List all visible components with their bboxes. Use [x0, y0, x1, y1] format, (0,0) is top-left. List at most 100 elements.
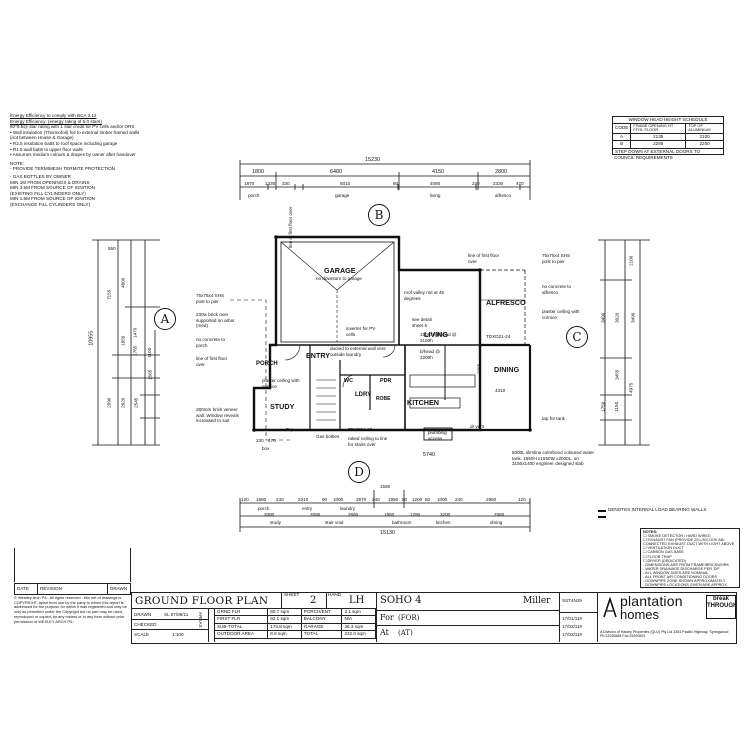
scale-label: SCALE: [134, 632, 150, 637]
title-hline: [131, 629, 208, 630]
note-heading: NOTE:: [10, 160, 25, 166]
dim-bottom2: 2960: [494, 512, 505, 517]
energy-note-line: • Assumes medium colours & drapes by own…: [10, 152, 136, 158]
dim-top-label: alfresco: [495, 193, 512, 198]
schedule-cell: 2285: [630, 140, 687, 149]
drawing-title: GROUND FLOOR PLAN: [135, 595, 269, 607]
copyright-notice: © Westley Arch P/L. All rights reserved …: [14, 595, 127, 624]
dim-bottom2: 2860: [348, 512, 359, 517]
dim-bottom: 240: [372, 497, 380, 502]
title-block: [131, 592, 737, 644]
room-entry: ENTRY: [306, 351, 331, 360]
room-study: STUDY: [270, 402, 295, 411]
area-cell: N/A: [341, 615, 376, 624]
area-cell: 172.8 sqm: [267, 622, 302, 632]
area-cell: BALCONY: [300, 615, 343, 624]
area-cell: GARAGE: [300, 622, 343, 632]
legend-notes: NOTES: ☐ SMOKE DETECTOR / HARD WIRED ☐ E…: [640, 528, 740, 588]
dim-top: 1800: [252, 169, 264, 175]
area-cell: 8.8 sqm: [267, 630, 302, 639]
logo-mark-icon: [603, 597, 617, 618]
room-porch: PORCH: [256, 361, 278, 367]
dim-top-label: garage: [335, 193, 350, 198]
dim-bottom: 2310: [298, 497, 309, 502]
dim-right: 1750: [600, 401, 606, 412]
dim-top2: 470: [516, 181, 524, 186]
legend-line: ☐ DRYER (DEDICATED): [643, 558, 686, 563]
load-bearing-legend: DENOTES INTERNAL LOAD BEARING WALLS: [608, 507, 708, 513]
area-cell: 3.1 sqm: [341, 607, 376, 617]
revision-header: DATE: [15, 584, 38, 594]
title-hline: [131, 619, 208, 620]
dim-bottom: 120: [518, 497, 526, 502]
job-number: SST4NJ9: [562, 598, 582, 603]
schedule-cell: 2100: [685, 132, 724, 142]
legend-line: - DIMENSIONS ARE FROM FRAME/BRICKWORK: [643, 562, 730, 567]
dim-right: 3020: [614, 312, 620, 323]
areas-table: GRND FLR 80.7 sqm PORCH/ENT 3.1 sqm FIRS…: [213, 607, 376, 639]
at-value: (AT): [398, 629, 413, 637]
annotation: tap for tank: [542, 416, 565, 421]
dim-right: 3455: [614, 369, 620, 380]
dim-top2: 80: [393, 181, 399, 186]
hand-value: LH: [349, 595, 365, 606]
dim-top-label: living: [430, 193, 441, 198]
legend-line: ☐ CARBON GAS BASE: [643, 550, 684, 555]
title-hline: [376, 625, 559, 626]
legend-line: - ALL WINDOW SIZES ARE NOMINAL: [643, 570, 709, 575]
area-cell: 222.0 sqm: [341, 630, 376, 639]
schedule-header: TOP OF ALUMINIUM: [685, 122, 724, 134]
note-item: - GAS BOTTLES BY OWNER: [10, 173, 71, 179]
legend-line: - ALL FRONT AIR CONDITIONING DOORS: [643, 575, 718, 580]
legend-line: ☐ VENTILATION DUCT: [643, 546, 684, 551]
load-bearing-swatch: [598, 510, 606, 518]
dim-bottom: 2960: [486, 497, 497, 502]
room-living: LIVING: [424, 330, 448, 339]
room-wc: WC: [344, 378, 353, 384]
date-value: 17/01/11#: [562, 616, 583, 621]
note-item: MIN 1.5M FROM SOURCE OF IGNITION: [10, 196, 95, 202]
area-cell: GRND FLR: [213, 607, 269, 617]
dim-right: 1150: [614, 401, 620, 412]
load-bearing-text: DENOTES INTERNAL LOAD BEARING WALLS: [608, 507, 707, 512]
dim-bottom-label: dining: [490, 520, 503, 525]
elevation-marker-a: A: [154, 308, 176, 330]
dim-bottom: 2870: [356, 497, 367, 502]
room-garage: GARAGE: [324, 266, 356, 275]
checked-label: CHECKED: [134, 622, 157, 627]
dim-right: 2100: [628, 255, 634, 266]
area-cell: TOTAL: [300, 630, 343, 639]
dim-bottom-label: porch: [258, 506, 270, 511]
window-schedule: WINDOW HEAD HEIGHT SCHEDULE CODE FRAME O…: [611, 116, 724, 161]
dim-bottom: 1680: [256, 497, 267, 502]
dim-bottom: 90: [322, 497, 328, 502]
annotation: line of first floor over: [468, 253, 500, 264]
legend-line: - WATER DRAINAGE DISCHARGE PER 'DP': [643, 566, 720, 571]
room-kitchen: KITCHEN: [407, 398, 439, 407]
dim-bottom: 1000: [437, 497, 448, 502]
dim-misc: 470: [268, 438, 276, 443]
annotation: Tap: [286, 427, 294, 432]
elevation-marker-b: B: [368, 204, 390, 226]
dim-bottom-label: study: [270, 520, 281, 525]
legend-line: NOTES:: [643, 530, 658, 534]
date-value: 17/02/11#: [562, 632, 583, 637]
note-item: - PROVIDE TERMIMESH TERMITE PROTECTION: [10, 166, 115, 172]
annotation: see detail sheet 5: [412, 317, 432, 328]
table-row: SUB-TOTAL 172.8 sqm GARAGE 36.3 sqm: [213, 622, 376, 632]
drawn-value: SL 07/09/11: [164, 612, 189, 617]
title-vline: [281, 592, 282, 608]
dim-top2: 2330: [493, 181, 504, 186]
revision-header: REVISION: [40, 586, 62, 591]
at-label: At: [380, 628, 389, 637]
schedule-footer: COUNCIL REQUIREMENTS: [614, 155, 673, 161]
client-name: Miller: [523, 596, 551, 606]
dim-misc: 5740: [423, 452, 435, 458]
dim-bottom: 90: [402, 497, 408, 502]
legend-line: - DOWNPIPE ZONE SHOWN APPROXIMATELY: [643, 579, 726, 584]
dim-bottom-label: kitchen: [436, 520, 451, 525]
for-value: (FOR): [398, 614, 420, 622]
dim-left: 7155: [106, 289, 112, 300]
dim-left: 1470: [132, 327, 138, 338]
dim-bottom-label: entry: [302, 506, 313, 511]
